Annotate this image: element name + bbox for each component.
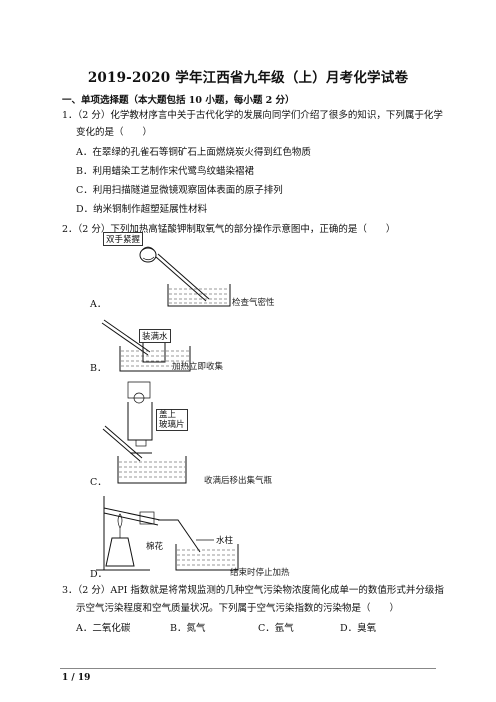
q1-stem-line1: 1．（2 分）化学教材序言中关于古代化学的发展向同学们介绍了很多的知识，下列属于…	[62, 110, 443, 121]
q1-option-b: B．利用蜡染工艺制作宋代鹭鸟纹蜡染褶裙	[76, 166, 254, 177]
figure-c-handwriting-line2: 玻璃片	[159, 420, 185, 430]
q3-option-d: D．臭氧	[340, 623, 377, 634]
q2-option-a-label: A．	[90, 299, 107, 310]
q2-option-d-caption: 结束时停止加热	[230, 568, 290, 578]
q2-option-c-caption: 收满后移出集气瓶	[204, 476, 273, 486]
figure-c-handwriting: 盖上 玻璃片	[156, 409, 188, 431]
q2-stem: 2．（2 分）下列加热高锰酸钾制取氧气的部分操作示意图中，正确的是（ ）	[62, 224, 396, 235]
figure-a-handwriting: 双手紧握	[103, 232, 144, 246]
q2-option-a-caption: 检查气密性	[232, 298, 275, 308]
q2-option-c-label: C．	[90, 477, 107, 488]
q2-option-b-caption: 加热立即收集	[172, 362, 224, 372]
q2-option-b-label: B．	[90, 363, 107, 374]
q3-stem-line1: 3．（2 分）API 指数就是将常规监测的几种空气污染物浓度简化成单一的数值形式…	[62, 585, 444, 596]
q3-option-c: C．氩气	[258, 623, 294, 634]
figure-d-handwriting-water-column: 水柱	[216, 536, 234, 546]
figure-c-handwriting-line1: 盖上	[159, 410, 177, 420]
q3-option-a: A．二氧化碳	[76, 623, 131, 634]
q1-option-d: D．纳米铜制作超塑延展性材料	[76, 204, 208, 215]
figure-d-handwriting-cotton: 棉花	[146, 542, 164, 552]
q3-option-b: B．氮气	[170, 623, 206, 634]
q3-stem-line2: 示空气污染程度和空气质量状况。下列属于空气污染指数的污染物是（ ）	[76, 603, 400, 614]
section-heading: 一、单项选择题（本大题包括 10 小题，每小题 2 分）	[62, 95, 295, 106]
q1-stem-line2: 变化的是（ ）	[76, 127, 153, 138]
q2-option-d-label: D．	[90, 569, 108, 580]
figure-b-handwriting: 装满水	[139, 329, 171, 343]
footer-divider	[60, 668, 436, 669]
q1-option-a: A．在翠绿的孔雀石等铜矿石上面燃烧炭火得到红色物质	[76, 147, 311, 158]
page-number: 1 / 19	[62, 673, 91, 683]
page-title: 2019-2020 学年江西省九年级（上）月考化学试卷	[87, 70, 409, 86]
q1-option-c: C．利用扫描隧道显微镜观察固体表面的原子排列	[76, 185, 283, 196]
